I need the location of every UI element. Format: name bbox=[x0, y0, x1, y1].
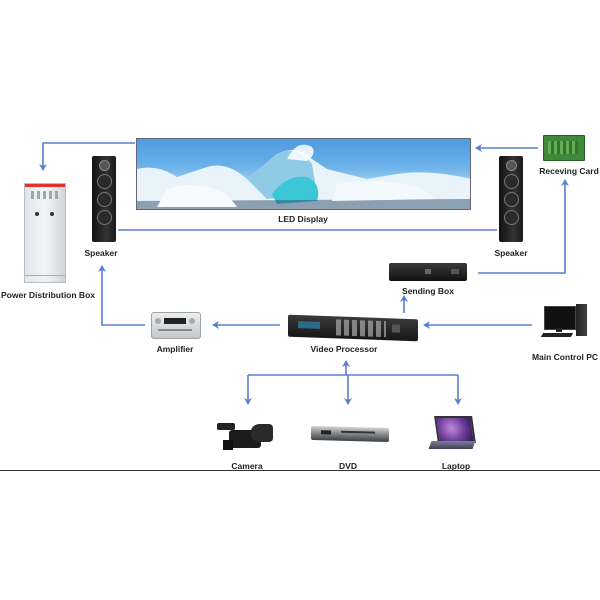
power-distribution-box-icon bbox=[24, 183, 66, 283]
sending-box-label: Sending Box bbox=[402, 286, 454, 296]
receiving-card-label: Receving Card bbox=[539, 166, 599, 176]
led-display-label: LED Display bbox=[278, 214, 328, 224]
camera-icon bbox=[217, 418, 275, 452]
main-control-pc-label: Main Control PC bbox=[531, 352, 599, 362]
amplifier-label: Amplifier bbox=[156, 344, 194, 354]
video-processor-icon bbox=[288, 314, 418, 342]
dvd-icon bbox=[311, 425, 389, 443]
laptop-label: Laptop bbox=[441, 461, 471, 471]
led-display bbox=[136, 138, 471, 210]
video-processor-label: Video Processor bbox=[310, 344, 378, 354]
connector-amplifier-to-speaker bbox=[98, 265, 145, 326]
speaker-left-label: Speaker bbox=[84, 248, 118, 258]
speaker-right-icon bbox=[499, 156, 523, 242]
connector-led-to-power bbox=[39, 142, 135, 171]
iceberg-image bbox=[137, 144, 470, 209]
speaker-right-label: Speaker bbox=[494, 248, 528, 258]
laptop-icon bbox=[428, 416, 482, 454]
power-distribution-box-label: Power Distribution Box bbox=[1, 290, 95, 300]
speaker-left-icon bbox=[92, 156, 116, 242]
bottom-divider-line bbox=[0, 470, 600, 471]
camera-label: Camera bbox=[231, 461, 263, 471]
sending-box-icon bbox=[389, 263, 467, 281]
receiving-card-icon bbox=[543, 135, 585, 161]
dvd-label: DVD bbox=[339, 461, 357, 471]
connector-sending-to-card bbox=[478, 179, 569, 274]
amplifier-icon bbox=[151, 312, 201, 339]
main-control-pc-icon bbox=[540, 304, 590, 340]
